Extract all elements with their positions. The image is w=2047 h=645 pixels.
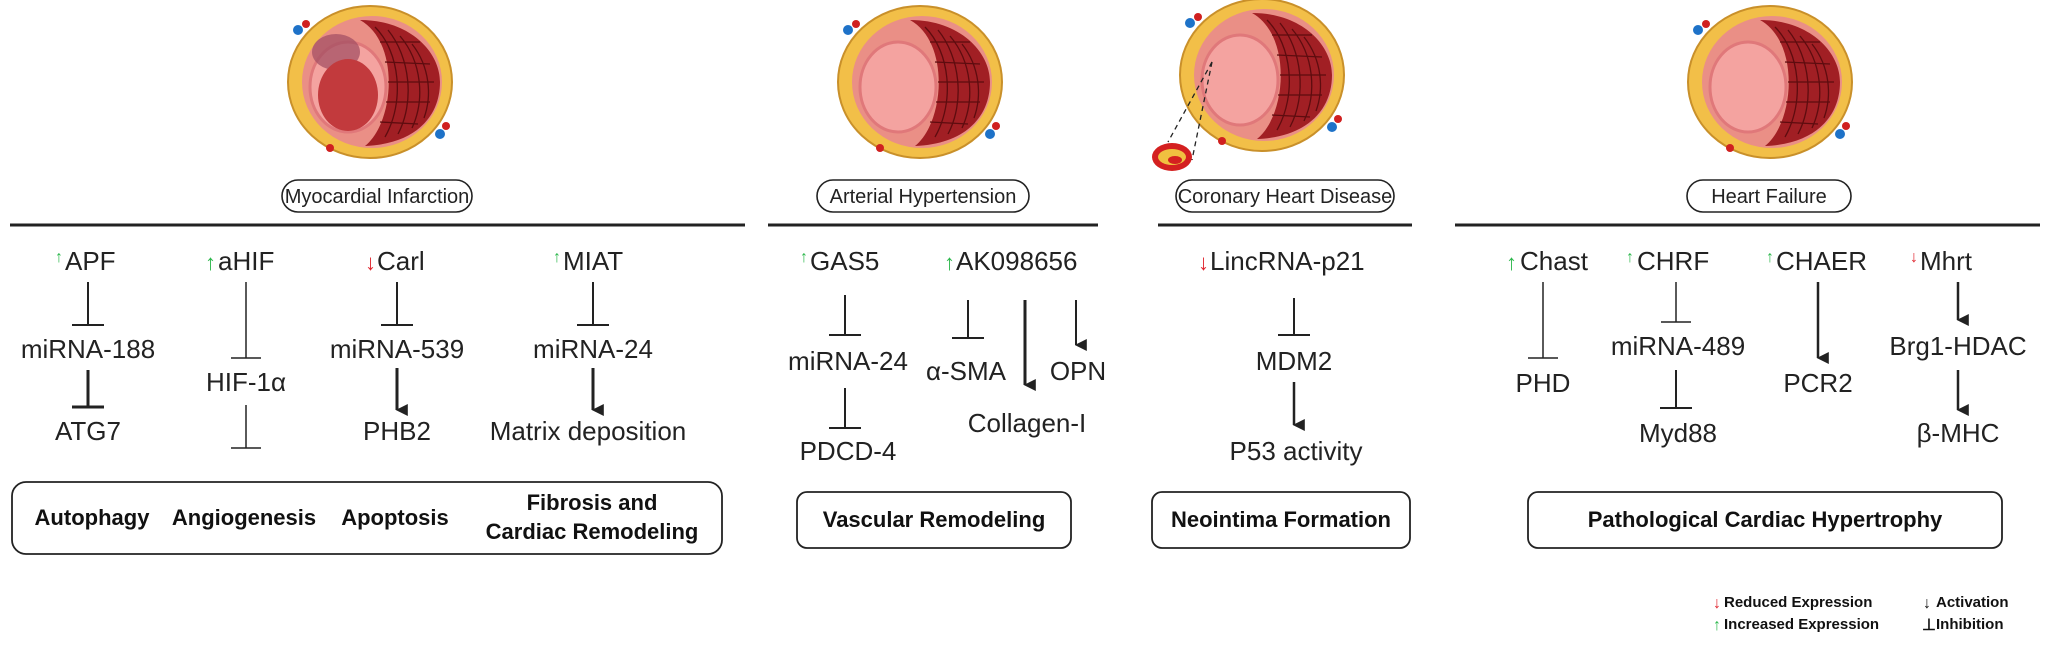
- inhibition-arrow: [231, 405, 261, 449]
- gene-miat: MIAT: [563, 246, 623, 276]
- mirna-24-mi: miRNA-24: [533, 334, 653, 364]
- target-phb2: PHB2: [363, 416, 431, 446]
- target-a-sma: α-SMA: [926, 356, 1007, 386]
- brg1-hdac: Brg1-HDAC: [1889, 331, 2026, 361]
- hif-1a: HIF-1α: [206, 367, 286, 397]
- mirna-188: miRNA-188: [21, 334, 155, 364]
- up-arrow-icon: ↑: [205, 250, 216, 275]
- target-myd88: Myd88: [1639, 418, 1717, 448]
- effect-angiogenesis: Angiogenesis: [172, 505, 316, 530]
- gene-ak098656: AK098656: [956, 246, 1077, 276]
- heart-image-coronary-heart-disease: [1152, 0, 1346, 171]
- down-arrow-icon: ↓: [1713, 595, 1721, 612]
- effect-vascular-remodeling: Vascular Remodeling: [823, 507, 1046, 532]
- legend-reduced: Reduced Expression: [1724, 594, 1872, 611]
- gene-mhrt: Mhrt: [1920, 246, 1973, 276]
- inhibition-arrow: [1661, 282, 1691, 323]
- inhibition-arrow: [829, 295, 861, 336]
- inhibition-arrow: [72, 370, 104, 409]
- down-arrow-icon: ↓: [1910, 249, 1918, 266]
- disease-label-hf: Heart Failure: [1711, 186, 1827, 208]
- target-phd: PHD: [1516, 368, 1571, 398]
- legend-activation: Activation: [1936, 594, 2009, 611]
- effect-apoptosis: Apoptosis: [341, 505, 449, 530]
- target-atg7: ATG7: [55, 416, 121, 446]
- up-arrow-icon: ↑: [1766, 249, 1774, 266]
- inhibition-arrow: [231, 282, 261, 359]
- disease-label-chd: Coronary Heart Disease: [1178, 186, 1393, 208]
- effect-autophagy: Autophagy: [35, 505, 151, 530]
- target-matrix-deposition: Matrix deposition: [490, 416, 687, 446]
- up-arrow-icon: ↑: [800, 249, 808, 266]
- gene-chast: Chast: [1520, 246, 1589, 276]
- activation-arrow-icon: ↓: [1923, 595, 1931, 612]
- gene-lincrna-p21: LincRNA-p21: [1210, 246, 1365, 276]
- mdm2: MDM2: [1256, 346, 1333, 376]
- heart-image-myocardial-infarction: [286, 4, 454, 160]
- target-pdcd4: PDCD-4: [800, 436, 897, 466]
- gene-apf: APF: [65, 246, 116, 276]
- effect-fibrosis-2: Cardiac Remodeling: [486, 519, 699, 544]
- up-arrow-icon: ↑: [944, 250, 955, 275]
- down-arrow-icon: ↓: [365, 250, 376, 275]
- effect-neointima-formation: Neointima Formation: [1171, 507, 1391, 532]
- inhibition-arrow: [381, 282, 413, 326]
- disease-label-mi: Myocardial Infarction: [285, 186, 470, 208]
- mirna-539: miRNA-539: [330, 334, 464, 364]
- target-opn: OPN: [1050, 356, 1106, 386]
- up-arrow-icon: ↑: [1626, 249, 1634, 266]
- inhibition-icon: ⊥: [1922, 617, 1936, 634]
- gene-chrf: CHRF: [1637, 246, 1709, 276]
- disease-label-ah: Arterial Hypertension: [830, 186, 1017, 208]
- inhibition-arrow: [72, 282, 104, 326]
- heart-image-heart-failure: [1686, 4, 1854, 160]
- legend: ↓ Reduced Expression ↑ Increased Express…: [1713, 594, 2009, 634]
- up-arrow-icon: ↑: [1713, 617, 1721, 634]
- up-arrow-icon: ↑: [55, 249, 63, 266]
- inhibition-arrow: [829, 388, 861, 429]
- mirna-24-ah: miRNA-24: [788, 346, 908, 376]
- gene-ahif: aHIF: [218, 246, 274, 276]
- legend-inhibition: Inhibition: [1936, 616, 2003, 633]
- gene-carl: Carl: [377, 246, 425, 276]
- inhibition-arrow: [952, 300, 984, 339]
- legend-increased: Increased Expression: [1724, 616, 1879, 633]
- target-p53-activity: P53 activity: [1230, 436, 1363, 466]
- inhibition-arrow: [1278, 298, 1310, 336]
- target-b-mhc: β-MHC: [1917, 418, 2000, 448]
- inhibition-arrow: [1660, 370, 1692, 409]
- up-arrow-icon: ↑: [1506, 250, 1517, 275]
- up-arrow-icon: ↑: [553, 249, 561, 266]
- inhibition-arrow: [1528, 282, 1558, 359]
- gene-gas5: GAS5: [810, 246, 879, 276]
- mirna-489: miRNA-489: [1611, 331, 1745, 361]
- heart-image-arterial-hypertension: [836, 4, 1004, 160]
- down-arrow-icon: ↓: [1198, 250, 1209, 275]
- target-collagen-i: Collagen-I: [968, 408, 1087, 438]
- gene-chaer: CHAER: [1776, 246, 1867, 276]
- effect-fibrosis-1: Fibrosis and: [527, 490, 658, 515]
- target-pcr2: PCR2: [1783, 368, 1852, 398]
- inhibition-arrow: [577, 282, 609, 326]
- effect-cardiac-hypertrophy: Pathological Cardiac Hypertrophy: [1588, 507, 1943, 532]
